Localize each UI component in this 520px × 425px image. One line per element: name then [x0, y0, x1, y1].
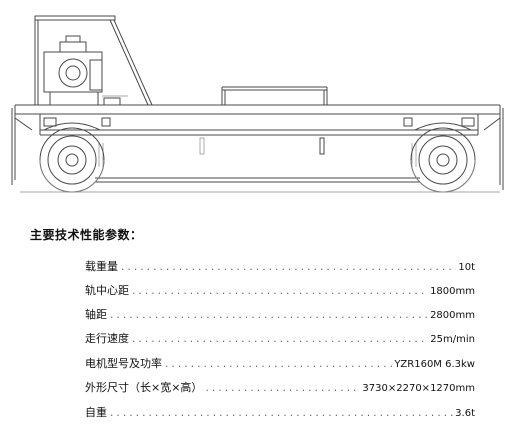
railing [221, 86, 328, 105]
spec-label: 走行速度 [85, 332, 129, 345]
end-bracket-right [483, 105, 504, 190]
leader-dots: ........................................… [120, 263, 457, 273]
spec-label: 自重 [85, 406, 107, 419]
spec-value: 10t [458, 262, 475, 273]
spec-value: 3.6t [455, 408, 475, 419]
spec-value: 25m/min [430, 334, 475, 345]
main-beam [15, 104, 500, 183]
spec-row-dimensions: 外形尺寸（长×宽×高） ............................… [85, 379, 475, 395]
trolley-drawing [11, 15, 504, 193]
spec-row-rail-gauge: 轨中心距 ...................................… [85, 282, 475, 298]
spec-label: 电机型号及功率 [85, 357, 162, 370]
spec-row-travel-speed: 走行速度 ...................................… [85, 330, 475, 346]
motor-frame [34, 15, 153, 106]
end-bracket-left [11, 105, 33, 185]
leader-dots: ........................................… [204, 384, 360, 394]
wheel-right [410, 122, 476, 193]
spec-value: 3730×2270×1270mm [362, 383, 475, 394]
leader-dots: ........................................… [131, 287, 428, 297]
spec-row-capacity: 载重量 ....................................… [85, 258, 475, 274]
spec-value: 2800mm [430, 310, 475, 321]
leader-dots: ........................................… [164, 360, 393, 370]
spec-value: YZR160M 6.3kw [394, 359, 475, 370]
spec-row-self-weight: 自重 .....................................… [85, 404, 475, 420]
wheel-left [39, 122, 105, 193]
spec-row-wheelbase: 轴距 .....................................… [85, 306, 475, 322]
leader-dots: ........................................… [131, 335, 428, 345]
spec-value: 1800mm [430, 286, 475, 297]
spec-heading: 主要技术性能参数： [30, 228, 143, 242]
spec-label: 轴距 [85, 308, 107, 321]
spec-row-motor: 电机型号及功率 ................................… [85, 355, 475, 371]
spec-label: 外形尺寸（长×宽×高） [85, 381, 203, 394]
leader-dots: ........................................… [109, 311, 429, 321]
spec-label: 载重量 [85, 260, 118, 273]
spec-label: 轨中心距 [85, 284, 129, 297]
leader-dots: ........................................… [109, 409, 454, 419]
motor-unit [43, 35, 128, 106]
